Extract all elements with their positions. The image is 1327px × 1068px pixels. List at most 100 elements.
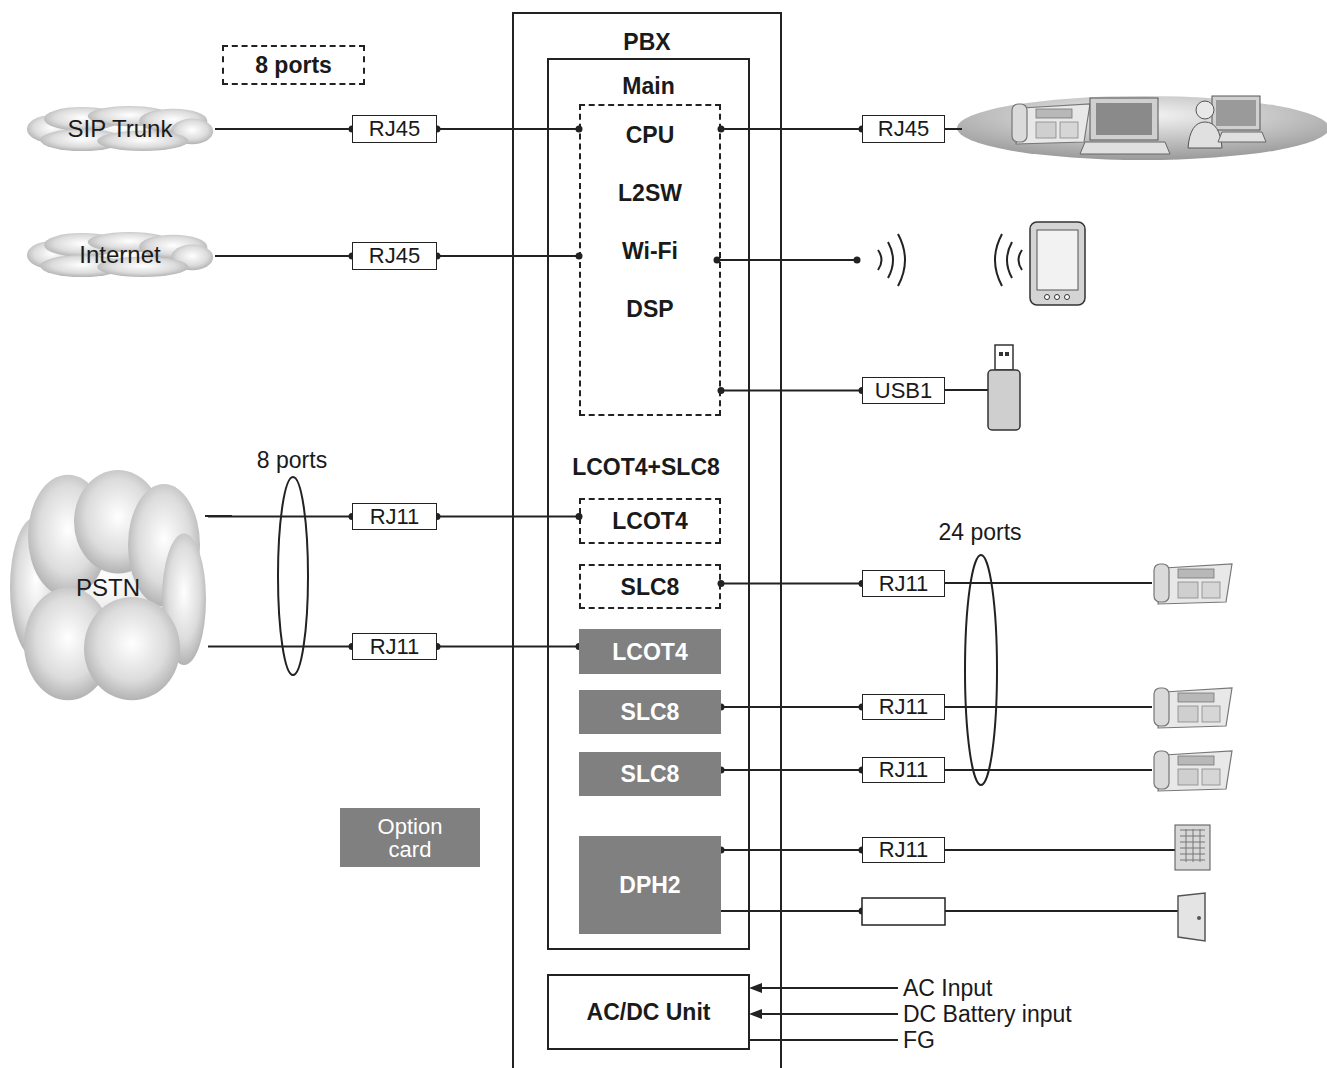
connector-line — [718, 126, 866, 133]
connector-stroke — [721, 849, 862, 851]
wire-dot — [714, 257, 866, 915]
legend-swatch: Option card — [340, 808, 480, 867]
connector-dot — [718, 126, 725, 133]
wifi-waves — [878, 234, 1022, 286]
node-text: RJ11 — [879, 757, 929, 783]
node-text: RJ45 — [369, 243, 420, 269]
connector-stroke — [437, 516, 579, 518]
power-unit: AC/DC Unit — [547, 974, 750, 1050]
node-text: PSTN — [76, 575, 140, 601]
node-text: Main — [622, 73, 674, 99]
power-label: DC Battery input — [903, 1001, 1072, 1027]
connector-line — [718, 704, 866, 711]
node-text: DSP — [626, 280, 673, 338]
node-text: DPH2 — [619, 872, 680, 898]
node-text: SLC8 — [621, 574, 680, 600]
port-box: RJ11 — [352, 503, 437, 530]
node-text: RJ11 — [370, 504, 420, 530]
connector-line — [208, 513, 356, 520]
connector-line — [434, 126, 583, 133]
pbx-housing: PBXMainCPUL2SWWi-FiDSPLCOT4SLC8LCOT4SLC8… — [512, 12, 782, 1068]
connector-stroke — [437, 128, 579, 130]
node-text: AC/DC Unit — [587, 999, 711, 1025]
connector-stroke — [208, 516, 352, 518]
node-text: RJ11 — [370, 634, 420, 660]
node-text: L2SW — [618, 164, 682, 222]
port-box: USB1 — [862, 377, 945, 404]
computer-icon — [1080, 98, 1170, 154]
dashed-box: LCOT4 — [579, 498, 721, 544]
port-box: RJ11 — [862, 837, 945, 863]
port-box: RJ11 — [862, 694, 945, 720]
bundle-ellipse — [965, 555, 997, 785]
legend-text: Option card — [365, 815, 455, 861]
phone-icon — [1154, 688, 1232, 728]
node-text: USB1 — [875, 378, 932, 404]
option-card-box: DPH2 — [579, 836, 721, 934]
node-text: RJ11 — [879, 837, 929, 863]
usb-stick — [988, 345, 1020, 430]
network-cloud: SIP Trunk — [25, 106, 215, 152]
port-box: RJ11 — [862, 757, 945, 783]
dashed-box: 8 ports — [222, 45, 365, 85]
tablet-icon — [1030, 222, 1085, 305]
option-card-box: LCOT4 — [579, 629, 721, 674]
connector-line — [718, 387, 866, 394]
phone-icon — [1154, 751, 1232, 791]
connector-line — [718, 847, 866, 854]
port-count: 8 ports — [142, 447, 442, 473]
node-text: SIP Trunk — [68, 116, 173, 142]
connector-dot — [718, 580, 725, 587]
phone-icon — [1012, 104, 1090, 144]
port-box: RJ45 — [352, 242, 437, 270]
node-text: RJ11 — [879, 571, 929, 597]
power-leader — [748, 983, 898, 1040]
network-cloud: PSTN — [8, 470, 208, 705]
node-text: PBX — [623, 29, 670, 55]
wire — [205, 129, 1178, 911]
power-label: AC Input — [903, 975, 993, 1001]
door-icon — [1178, 893, 1205, 941]
group-label: LCOT4+SLC8 — [496, 454, 796, 480]
connector-line — [208, 643, 356, 650]
bundle-ellipse — [278, 477, 308, 675]
connector-stroke — [721, 390, 862, 392]
phone-icon — [1154, 564, 1232, 604]
dashed-box: SLC8 — [579, 564, 721, 609]
port-box: RJ45 — [352, 115, 437, 143]
node-text: Wi-Fi — [622, 222, 678, 280]
node-text: RJ11 — [879, 694, 929, 720]
connector-dot — [718, 387, 725, 394]
connector-stroke — [721, 128, 862, 130]
connector-line — [718, 767, 866, 774]
node-text: SLC8 — [621, 761, 680, 787]
connector-line — [434, 513, 583, 520]
processor-block: CPUL2SWWi-FiDSP — [579, 104, 721, 416]
connector-stroke — [721, 706, 862, 708]
connector-line — [215, 253, 356, 260]
node-text: RJ45 — [878, 116, 929, 142]
connector-line — [718, 580, 866, 587]
connector-stroke — [437, 255, 579, 257]
node-text: LCOT4 — [612, 508, 687, 534]
doorphone-icon — [1175, 825, 1210, 870]
node-text: Internet — [79, 242, 160, 268]
port-count: 24 ports — [830, 519, 1130, 545]
terminal-plate — [957, 96, 1327, 160]
connector-stroke — [208, 646, 352, 648]
connector-stroke — [215, 128, 352, 130]
operator-icon — [1188, 96, 1266, 148]
node-text: RJ45 — [369, 116, 420, 142]
port-box: RJ45 — [862, 115, 945, 143]
connector-line — [434, 643, 583, 650]
option-card-box: SLC8 — [579, 752, 721, 796]
connector-line — [215, 126, 356, 133]
connector-stroke — [215, 255, 352, 257]
option-card-box: SLC8 — [579, 690, 721, 734]
port-box: RJ11 — [862, 570, 945, 597]
node-text: 8 ports — [255, 52, 332, 78]
connector-line — [434, 253, 583, 260]
connector-stroke — [721, 769, 862, 771]
port-box: RJ11 — [352, 633, 437, 660]
connector-stroke — [437, 646, 579, 648]
